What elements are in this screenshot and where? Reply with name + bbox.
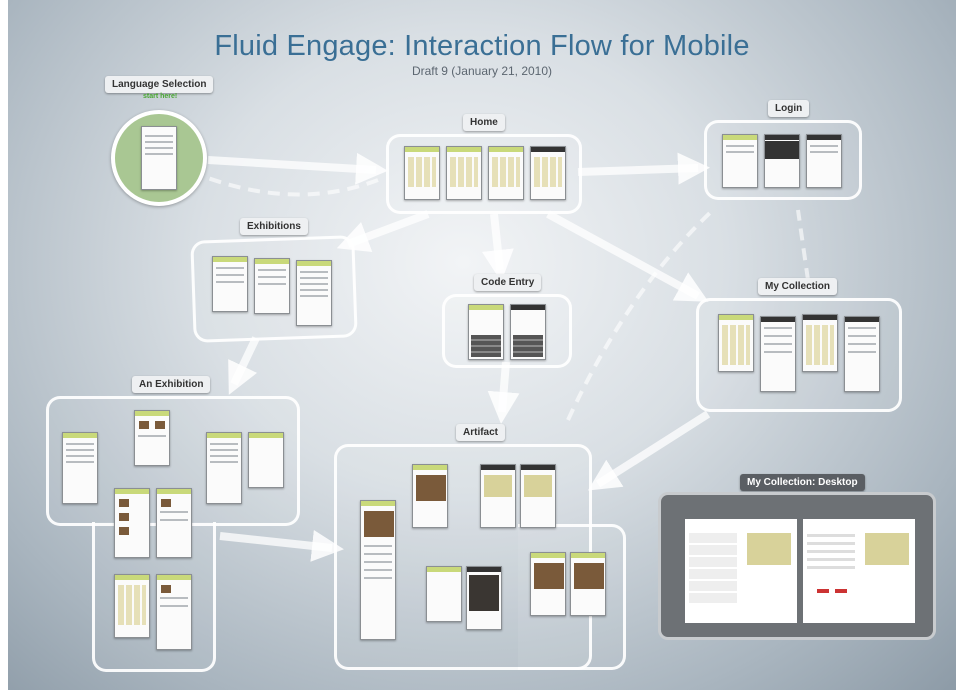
exhibition-screen-8	[156, 574, 192, 650]
exhibition-screen-6	[156, 488, 192, 558]
login-screen-1	[722, 134, 758, 188]
arrow-language-to-home	[207, 152, 388, 185]
arrow-exhibition-to-artifact	[219, 529, 344, 562]
start-here-hint: start here!	[143, 93, 178, 100]
exhibition-screen-5	[114, 488, 150, 558]
home-screen-3	[488, 146, 524, 200]
language-phone-screen	[141, 126, 177, 190]
arrow-home-to-code	[481, 213, 514, 282]
artifact-screen-6	[466, 566, 502, 630]
diagram-title: Fluid Engage: Interaction Flow for Mobil…	[214, 30, 750, 62]
artifact-screen-8	[570, 552, 606, 616]
arrow-home-back-to-language	[207, 176, 379, 197]
arrow-exhibitions-to-exhibition	[228, 336, 260, 395]
artifact-label: Artifact	[456, 424, 506, 441]
artifact-screen-long	[360, 500, 396, 640]
login-screen-2	[764, 134, 800, 188]
an-exhibition-group-bottom	[92, 522, 216, 672]
code-entry-group	[442, 294, 572, 368]
arrow-collection-to-login	[796, 209, 810, 281]
login-screen-3	[806, 134, 842, 188]
collection-screen-4	[844, 316, 880, 392]
exhibition-screen-7	[114, 574, 150, 638]
home-screen-4	[530, 146, 566, 200]
language-selection-screen-group	[111, 110, 207, 206]
flow-arrows	[207, 152, 810, 562]
flow-board: Fluid Engage: Interaction Flow for Mobil…	[8, 0, 956, 690]
arrow-collection-to-artifact	[587, 410, 711, 491]
desktop-screen-right	[803, 519, 915, 623]
arrow-artifact-to-login	[566, 208, 715, 421]
code-entry-screen-1	[468, 304, 504, 360]
my-collection-desktop-label: My Collection: Desktop	[740, 474, 865, 491]
exhibition-screen-2	[134, 410, 170, 466]
exhibitions-screen-1	[212, 256, 248, 312]
exhibitions-screen-3	[296, 260, 332, 326]
arrow-home-to-collection	[546, 210, 709, 302]
arrow-home-to-login	[577, 152, 710, 185]
collection-screen-2	[760, 316, 796, 392]
arrow-code-to-artifact	[487, 361, 520, 424]
artifact-screen-3	[480, 464, 516, 528]
exhibition-screen-3	[206, 432, 242, 504]
language-selection-label: Language Selection	[105, 76, 214, 93]
arrow-home-to-exhibitions	[336, 210, 430, 252]
exhibition-screen-4	[248, 432, 284, 488]
artifact-screen-7	[530, 552, 566, 616]
home-screen-1	[404, 146, 440, 200]
exhibitions-screen-2	[254, 258, 290, 314]
exhibition-screen-1	[62, 432, 98, 504]
my-collection-label: My Collection	[758, 278, 838, 295]
collection-screen-1	[718, 314, 754, 372]
artifact-screen-5	[426, 566, 462, 622]
code-entry-label: Code Entry	[474, 274, 542, 291]
exhibitions-label: Exhibitions	[240, 218, 308, 235]
home-screen-2	[446, 146, 482, 200]
home-label: Home	[463, 114, 505, 131]
artifact-screen-4	[520, 464, 556, 528]
code-entry-screen-2	[510, 304, 546, 360]
login-label: Login	[768, 100, 810, 117]
an-exhibition-label: An Exhibition	[132, 376, 211, 393]
collection-screen-3	[802, 314, 838, 372]
desktop-tablet-frame	[658, 492, 936, 640]
diagram-subtitle: Draft 9 (January 21, 2010)	[411, 64, 553, 78]
desktop-screen-left	[685, 519, 797, 623]
artifact-screen-2	[412, 464, 448, 528]
